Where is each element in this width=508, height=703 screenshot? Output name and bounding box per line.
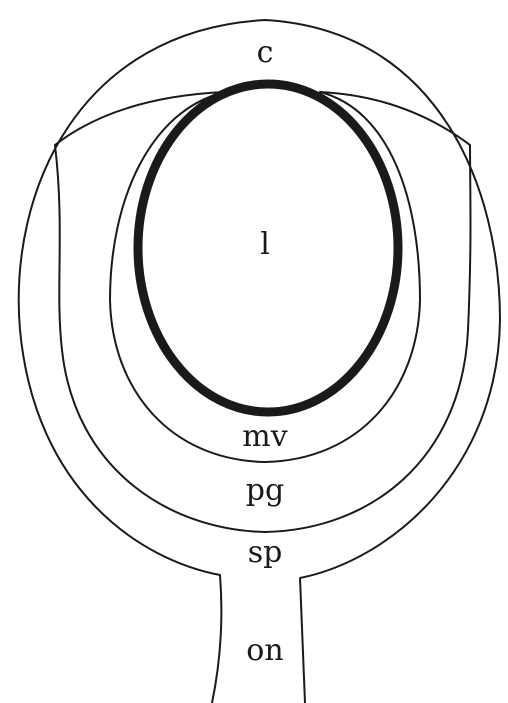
label-pg: pg [246,473,284,508]
label-c: c [257,35,274,70]
label-on: on [246,633,283,668]
cornea-line-left [55,92,225,145]
label-mv: mv [242,419,287,454]
label-sp: sp [248,535,283,570]
optic-nerve-left-edge [212,575,221,703]
label-l: l [260,227,270,262]
